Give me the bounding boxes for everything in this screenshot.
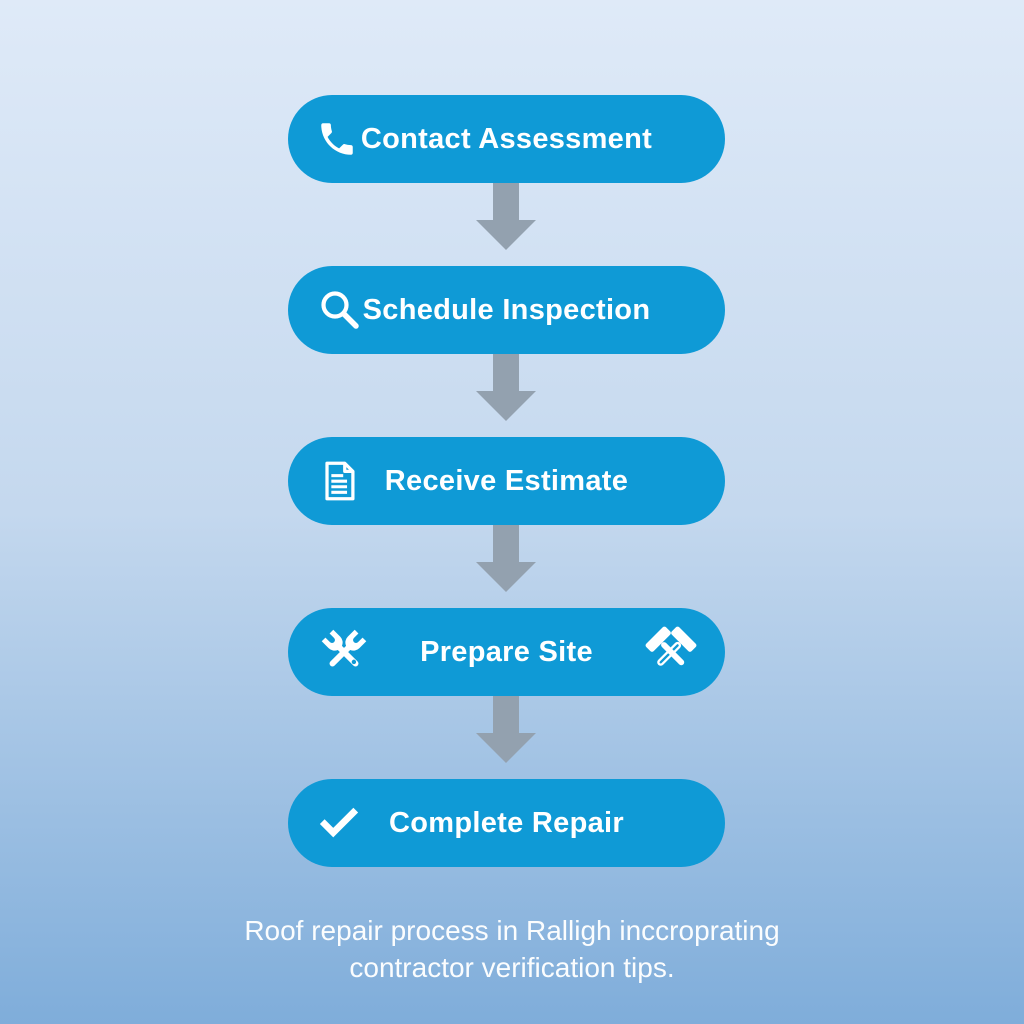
step-pill-contact-assessment: Contact Assessment (288, 95, 725, 183)
step-label: Prepare Site (420, 635, 593, 668)
step-label: Schedule Inspection (362, 293, 651, 326)
down-arrow-icon (476, 183, 536, 250)
phone-icon (316, 118, 358, 160)
document-icon (316, 458, 362, 504)
caption-line-1: Roof repair process in Ralligh inccropra… (244, 915, 780, 946)
caption-line-2: contractor verification tips. (349, 952, 675, 983)
crossed-wrenches-icon (316, 624, 372, 680)
caption: Roof repair process in Ralligh inccropra… (0, 912, 1024, 986)
search-icon (316, 286, 364, 334)
step-pill-schedule-inspection: Schedule Inspection (288, 266, 725, 354)
step-label: Contact Assessment (360, 122, 653, 155)
checkmark-icon (316, 800, 362, 846)
down-arrow-icon (476, 354, 536, 421)
down-arrow-icon (476, 525, 536, 592)
step-pill-prepare-site: Prepare Site (288, 608, 725, 696)
crossed-hammers-icon (643, 624, 699, 680)
step-label: Complete Repair (389, 806, 624, 839)
step-pill-complete-repair: Complete Repair (288, 779, 725, 867)
step-label: Receive Estimate (384, 464, 629, 497)
down-arrow-icon (476, 696, 536, 763)
step-pill-receive-estimate: Receive Estimate (288, 437, 725, 525)
